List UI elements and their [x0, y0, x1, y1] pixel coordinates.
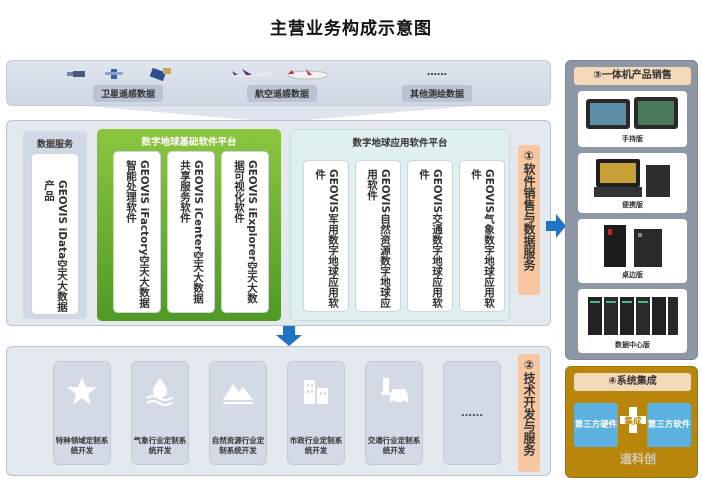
tech-label-special: 特种领域定制系统开发	[55, 436, 109, 455]
iexplorer-label: GEOVIS iExplorer空天大数据可视化软件	[233, 160, 258, 304]
funnel-connector	[86, 106, 471, 120]
idata-label: GEOVIS iData空天大数据产品	[43, 180, 68, 312]
product-handheld-label: 手持版	[622, 135, 643, 143]
satellite-label: 卫星遥感数据	[92, 85, 164, 102]
weather-label: GEOVIS气象数字地球应用软件	[470, 169, 495, 308]
product-desktop-label: 桌边版	[622, 271, 643, 279]
aerial-label: 航空遥感数据	[246, 85, 318, 102]
base-platform-header: 数字地球基础软件平台	[141, 137, 237, 148]
icenter-label: GEOVIS iCenter空天大数据共享服务软件	[179, 160, 204, 304]
tech-dev-label: ②技术开发与服务	[518, 354, 540, 472]
ifactory-card: GEOVIS iFactory空天大数据智能处理软件	[113, 151, 161, 313]
tech-card-municipal: 市政行业定制系统开发	[287, 361, 345, 465]
all-in-one-header: ③一体机产品销售	[574, 67, 691, 85]
satellite-source: 卫星遥感数据	[63, 61, 193, 107]
data-source-band: 卫星遥感数据 航空遥感数据 …… 其他测绘数据	[6, 60, 551, 106]
diagram-title: 主营业务构成示意图	[270, 19, 432, 39]
transport-label: GEOVIS交通数字地球应用软件	[418, 169, 443, 308]
iexplorer-card: GEOVIS iExplorer空天大数据可视化软件	[221, 151, 269, 313]
satellite-icon	[67, 67, 171, 82]
aerial-source: 航空遥感数据	[222, 61, 342, 107]
product-desktop: 桌边版	[578, 219, 687, 283]
product-handheld: 手持版	[578, 91, 687, 147]
tech-card-natural: 自然资源行业定制系统开发	[209, 361, 267, 465]
data-service-panel: 数据服务 GEOVIS iData空天大数据产品	[23, 131, 87, 319]
product-portable: 便携版	[578, 153, 687, 213]
transport-card: GEOVIS交通数字地球应用软件	[407, 160, 453, 312]
tech-label-natural: 自然资源行业定制系统开发	[211, 436, 265, 455]
natural-resources-label: GEOVIS自然资源数字地球应用软件	[366, 169, 391, 308]
workstation-icon	[604, 225, 662, 267]
system-integration-panel: ④系统集成 第三方硬件 集成 第三方软件	[565, 366, 698, 478]
airplane-icon	[232, 69, 329, 80]
tech-card-special: 特种领域定制系统开发	[53, 361, 111, 465]
software-sales-text: ①软件销售与数据服务	[522, 149, 536, 271]
down-arrow-icon	[276, 326, 302, 346]
system-integration-header: ④系统集成	[574, 373, 691, 391]
military-label: GEOVIS军用数字地球应用软件	[314, 169, 339, 308]
base-platform-panel: 数字地球基础软件平台 GEOVIS iFactory空天大数据智能处理软件 GE…	[97, 129, 281, 321]
right-arrow-icon	[546, 214, 566, 238]
tablet-icon	[586, 97, 678, 129]
product-portable-label: 便携版	[622, 201, 643, 209]
software-sales-label: ①软件销售与数据服务	[518, 145, 540, 295]
tech-card-weather: 气象行业定制系统开发	[131, 361, 189, 465]
weather-icon	[146, 378, 173, 406]
other-label: 其他测绘数据	[401, 85, 473, 102]
icenter-card: GEOVIS iCenter空天大数据共享服务软件	[167, 151, 215, 313]
car-icon	[381, 378, 408, 406]
tech-label-transport: 交通行业定制系统开发	[367, 436, 421, 455]
third-party-software: 第三方软件	[647, 403, 691, 447]
tech-more-ellipsis: ……	[461, 406, 483, 419]
all-in-one-panel: ③一体机产品销售 手持版 便携版 桌边版 数据中心版	[565, 60, 698, 360]
tech-label-municipal: 市政行业定制系统开发	[289, 436, 343, 455]
mountain-icon	[223, 384, 253, 404]
tech-label-weather: 气象行业定制系统开发	[133, 436, 187, 455]
third-party-hardware: 第三方硬件	[574, 403, 618, 447]
tech-dev-block: 特种领域定制系统开发 气象行业定制系统开发 自然资源行业定制系统开发 市政行业定…	[6, 346, 551, 476]
server-rack-icon	[588, 297, 678, 335]
integration-label: 集成	[624, 417, 642, 427]
rugged-laptop-icon	[594, 159, 670, 197]
other-ellipsis: ……	[427, 67, 447, 78]
ifactory-label: GEOVIS iFactory空天大数据智能处理软件	[125, 160, 150, 308]
other-source: …… 其他测绘数据	[377, 61, 497, 107]
star-icon	[67, 377, 97, 405]
idata-card: GEOVIS iData空天大数据产品	[31, 153, 79, 315]
software-block: 数据服务 GEOVIS iData空天大数据产品 数字地球基础软件平台 GEOV…	[6, 120, 551, 326]
app-platform-header: 数字地球应用软件平台	[352, 138, 448, 149]
tech-card-transport: 交通行业定制系统开发	[365, 361, 423, 465]
weather-card: GEOVIS气象数字地球应用软件	[459, 160, 505, 312]
tech-dev-text: ②技术开发与服务	[522, 358, 536, 456]
building-icon	[304, 380, 328, 404]
plus-icon	[620, 407, 646, 433]
watermark-logo: 道科创	[620, 452, 657, 466]
data-service-header: 数据服务	[36, 140, 73, 150]
product-datacenter: 数据中心版	[578, 289, 687, 353]
tech-card-more: ……	[443, 361, 501, 465]
military-card: GEOVIS军用数字地球应用软件	[303, 160, 349, 312]
natural-resources-card: GEOVIS自然资源数字地球应用软件	[355, 160, 401, 312]
product-datacenter-label: 数据中心版	[615, 341, 650, 349]
app-platform-panel: 数字地球应用软件平台 GEOVIS军用数字地球应用软件 GEOVIS自然资源数字…	[290, 129, 510, 321]
